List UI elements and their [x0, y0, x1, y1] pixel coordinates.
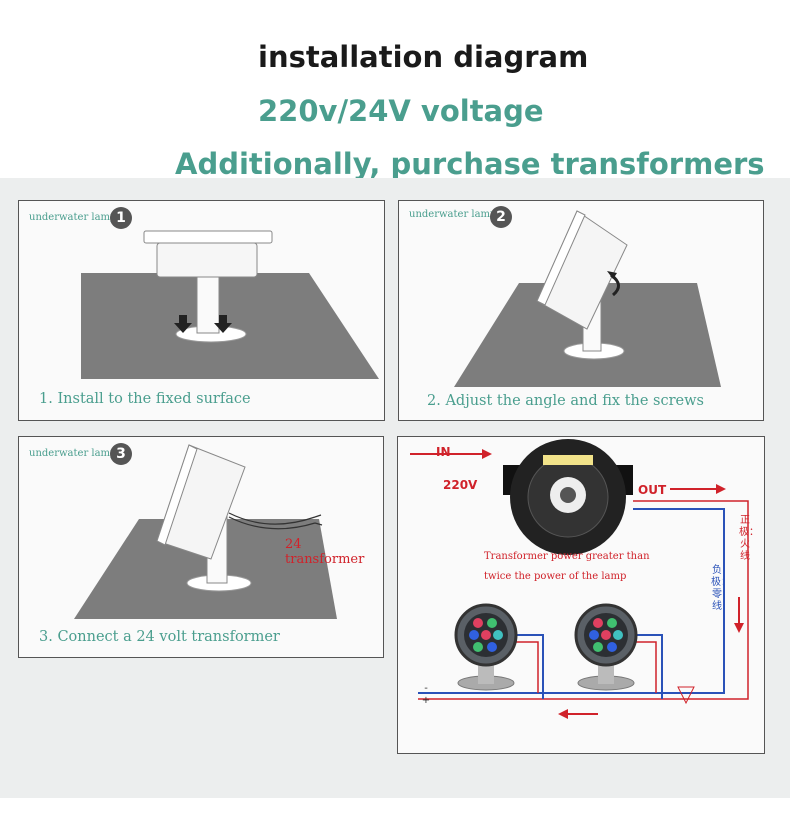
transformer-power-note-line1: Transformer power greater than — [484, 551, 650, 562]
wiring-illustration — [410, 439, 749, 719]
step-panel-3: underwater lamp 3 24 transformer 3. Conn… — [18, 436, 384, 658]
step-number-badge: 1 — [110, 207, 132, 229]
minus-sign: - — [424, 683, 428, 694]
out-label: OUT — [638, 483, 667, 497]
voltage-subtitle: 220v/24V voltage — [258, 94, 544, 128]
step-1-illustration — [81, 230, 379, 379]
step-number-badge: 3 — [110, 443, 132, 465]
lamp-label: underwater lamp — [29, 448, 117, 459]
in-label: IN — [436, 445, 451, 459]
lamp-label: underwater lamp — [29, 212, 117, 223]
wiring-panel: IN 220V OUT Transformer power greater th… — [397, 436, 765, 754]
step-2-illustration — [454, 210, 721, 387]
transformer-power-note-line2: twice the power of the lamp — [484, 571, 627, 582]
step-caption: 3. Connect a 24 volt transformer — [39, 629, 280, 645]
transformer-label: 24 transformer — [285, 537, 365, 567]
step-panel-1: underwater lamp 1 1. Install to the fixe… — [18, 200, 385, 421]
step-number-badge: 2 — [490, 206, 512, 228]
negative-wire-label: 负极：零线 — [711, 565, 731, 612]
positive-wire-label: 正极：火线 — [739, 515, 759, 562]
plus-sign: + — [421, 695, 431, 706]
step-3-illustration — [74, 444, 337, 619]
step-caption: 1. Install to the fixed surface — [39, 391, 251, 407]
page-title: installation diagram — [258, 40, 589, 74]
lamp-label: underwater lamp — [409, 209, 497, 220]
transformer-note: Additionally, purchase transformers — [175, 147, 765, 181]
voltage-label: 220V — [443, 478, 478, 492]
step-caption: 2. Adjust the angle and fix the screws — [427, 393, 704, 409]
step-panel-2: underwater lamp 2 2. Adjust the angle an… — [398, 200, 764, 421]
